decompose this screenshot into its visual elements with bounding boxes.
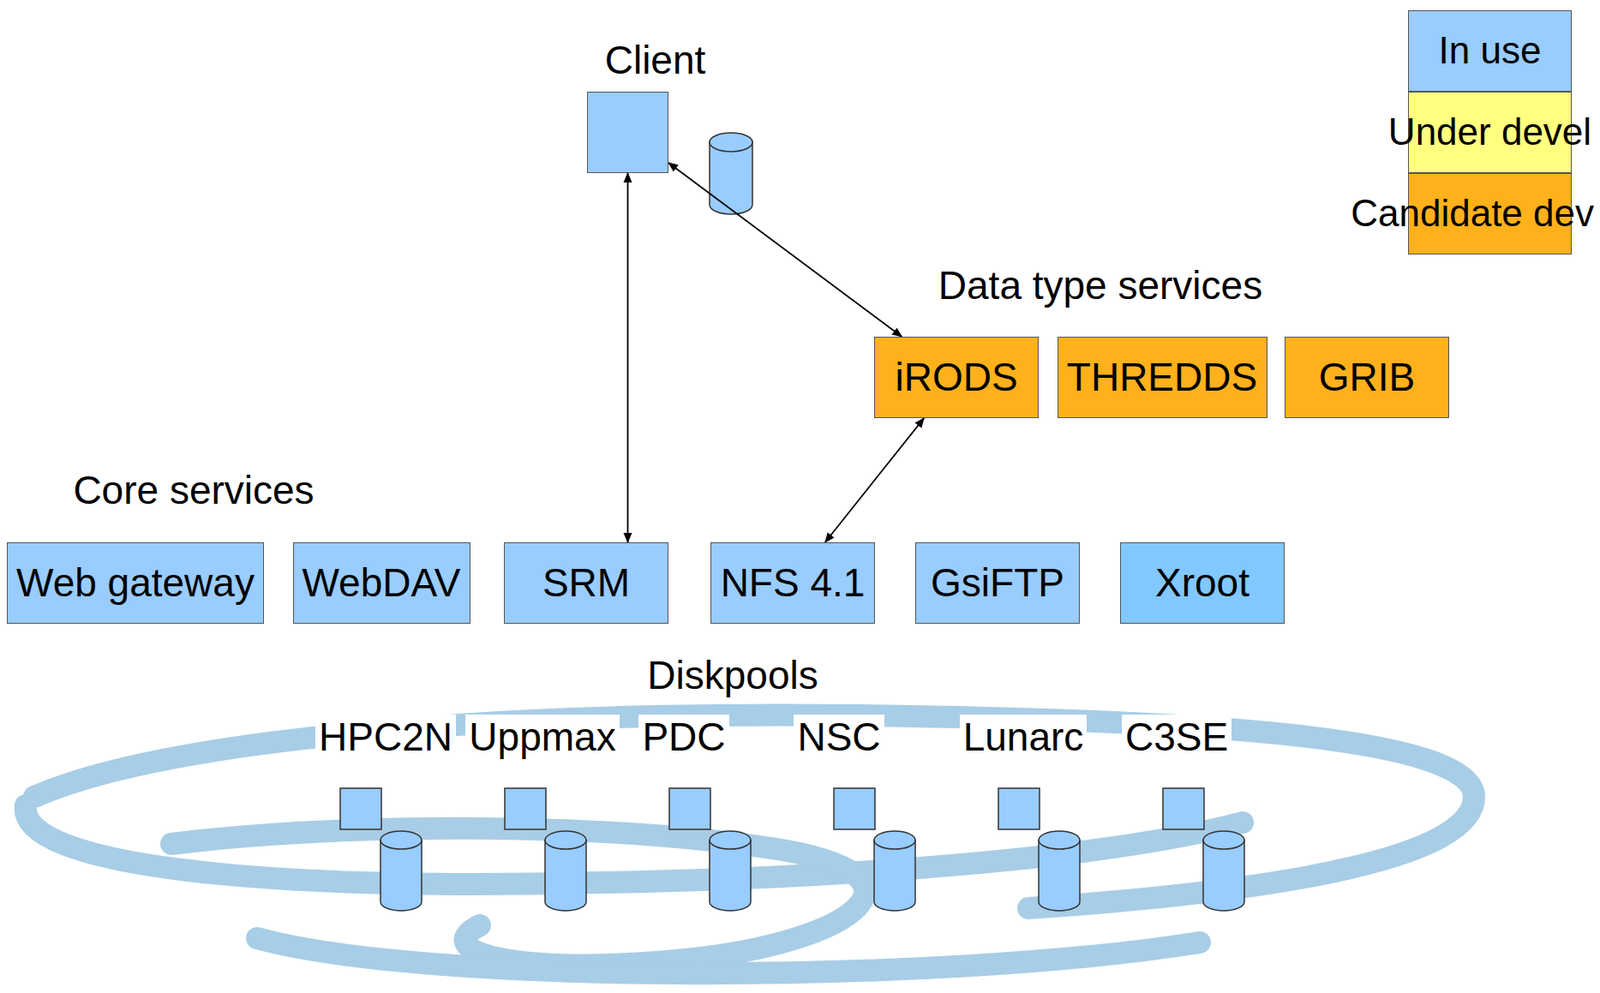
cylinder-body — [709, 840, 751, 911]
cloud-stroke — [257, 938, 1200, 974]
cylinder-body — [1038, 840, 1080, 911]
server-square — [340, 788, 382, 830]
storage-cylinder — [380, 831, 422, 911]
service-box: THREDDS — [1057, 336, 1268, 419]
box-label: THREDDS — [1066, 355, 1258, 400]
site-label: HPC2N — [315, 714, 456, 761]
storage-cylinder — [874, 831, 916, 911]
server-square — [833, 788, 875, 830]
group-heading: Data type services — [938, 263, 1263, 309]
legend-text: In use — [1438, 29, 1542, 72]
legend-text: Candidate dev — [1350, 192, 1595, 234]
service-box: NFS 4.1 — [710, 542, 875, 624]
cylinder-top — [709, 132, 753, 152]
cylinder-top — [380, 831, 422, 850]
service-box: iRODS — [874, 336, 1039, 419]
site-label: Lunarc — [959, 714, 1088, 761]
service-box: GRIB — [1284, 336, 1450, 419]
box-label: iRODS — [894, 355, 1018, 400]
connector-arrow — [627, 173, 630, 543]
connector-arrow — [668, 162, 902, 337]
cylinder-top — [1203, 831, 1245, 850]
connector-arrow — [825, 418, 924, 543]
service-box: GsiFTP — [915, 542, 1080, 624]
cylinder-body — [709, 142, 753, 215]
box-label: Xroot — [1155, 561, 1250, 606]
service-box: SRM — [503, 542, 669, 624]
cloud-outline — [25, 714, 1475, 974]
storage-cylinder — [1038, 831, 1080, 911]
cylinder-top — [545, 831, 587, 850]
cylinder-body — [545, 840, 587, 911]
server-square — [998, 788, 1040, 830]
group-heading: Core services — [72, 467, 314, 514]
storage-cylinder — [709, 831, 751, 911]
server-square — [1162, 788, 1205, 830]
site-label: NSC — [793, 714, 884, 761]
service-box: Xroot — [1120, 542, 1285, 624]
box-label: NFS 4.1 — [720, 561, 866, 606]
box-label: WebDAV — [302, 561, 462, 606]
service-box: WebDAV — [293, 542, 471, 624]
service-box: Web gateway — [6, 542, 264, 624]
cylinder-top — [1038, 831, 1080, 850]
storage-cylinder — [709, 132, 753, 215]
box-label: GsiFTP — [930, 561, 1065, 606]
server-square — [669, 788, 711, 830]
legend-text: Under devel — [1388, 111, 1592, 153]
storage-cylinder — [545, 831, 587, 911]
server-square — [504, 788, 546, 830]
cylinder-body — [380, 840, 422, 911]
cylinder-body — [1203, 840, 1245, 911]
cylinder-body — [874, 840, 916, 911]
site-label: PDC — [638, 714, 729, 761]
cylinder-top — [874, 831, 916, 850]
group-heading: Diskpools — [647, 653, 818, 699]
storage-cylinder — [1203, 831, 1245, 911]
box-label: GRIB — [1318, 355, 1415, 400]
box-heading: Client — [605, 38, 707, 83]
site-label: C3SE — [1121, 714, 1232, 761]
cylinder-top — [709, 831, 751, 850]
box-label: SRM — [542, 561, 630, 606]
site-label: Uppmax — [465, 714, 619, 761]
box-label: Web gateway — [16, 561, 255, 606]
client-box: Client — [587, 91, 669, 174]
